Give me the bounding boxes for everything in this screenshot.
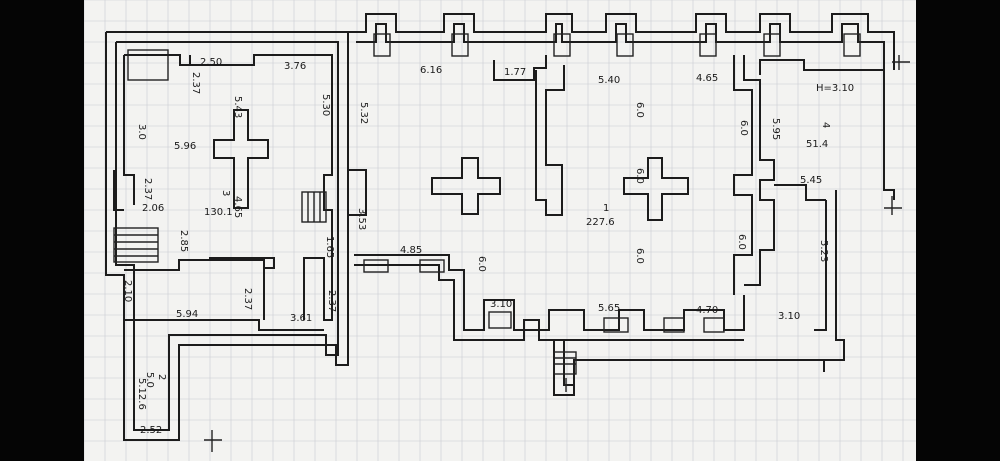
dim-5-30: 5.30 [320,94,331,117]
dim-6-0-a: 6.0 [634,102,645,118]
room-3-area: 130.1 [204,207,233,218]
dim-5-95: 5.95 [770,118,781,141]
dim-1-77: 1.77 [504,67,527,78]
plan-sheet: 2.50 3.76 6.16 1.77 5.40 4.65 H=3.10 2.3… [84,0,916,461]
dim-2-52: 2.52 [140,425,163,436]
dim-3-10: 3.10 [490,299,513,310]
dim-3-76: 3.76 [284,61,307,72]
dim-2-37-c: 2.37 [242,288,253,311]
dim-5-96: 5.96 [174,141,197,152]
dim-3-61: 3.61 [290,313,313,324]
cross-piers [213,109,689,221]
dim-3-0: 3.0 [136,124,147,140]
dim-6-0-d: 6.0 [634,248,645,264]
dim-5-65: 5.65 [598,303,621,314]
dim-4-65-room3: 4.65 [232,196,243,219]
dim-3-10-b: 3.10 [778,311,801,322]
dim-4-70: 4.70 [696,305,719,316]
room-4-number: 4 [820,122,831,129]
dim-5-43: 5.43 [232,96,243,119]
room-4-area: 51.4 [806,139,829,150]
room-1-area: 227.6 [586,217,615,228]
outer-walls [105,13,895,441]
dim-6-0-f: 6.0 [634,168,645,184]
dim-2-10: 2.10 [122,280,133,303]
stairs-and-windows [113,33,910,452]
dim-3-53: 3.53 [356,208,367,231]
dim-6-0-e: 6.0 [736,234,747,250]
room-2-area: 5.12.6 [136,378,147,410]
dim-5-23: 5.23 [818,240,829,263]
dim-4-85: 4.85 [400,245,423,256]
dim-2-85: 2.85 [178,230,189,253]
graph-grid [84,0,916,461]
dim-6-16: 6.16 [420,65,443,76]
room-2-number: 2 [156,374,167,381]
floor-plan-drawing [84,0,916,461]
dim-2-50: 2.50 [200,57,223,68]
dim-6-0-b: 6.0 [738,120,749,136]
dim-2-37-a: 2.37 [190,72,201,95]
dim-1-65: 1.65 [324,236,335,259]
dim-2-06: 2.06 [142,203,165,214]
dim-4-65-top: 4.65 [696,73,719,84]
room-3-number: 3 [220,190,231,197]
room-1-number: 1 [603,203,610,214]
dim-2-37-d: 2.37 [326,290,337,313]
dim-2-37-b: 2.37 [142,178,153,201]
dim-5-32: 5.32 [358,102,369,125]
dim-5-94: 5.94 [176,309,199,320]
dim-6-0-c: 6.0 [476,256,487,272]
dim-5-40: 5.40 [598,75,621,86]
dim-h-3-10: H=3.10 [816,83,855,94]
dim-5-45: 5.45 [800,175,823,186]
